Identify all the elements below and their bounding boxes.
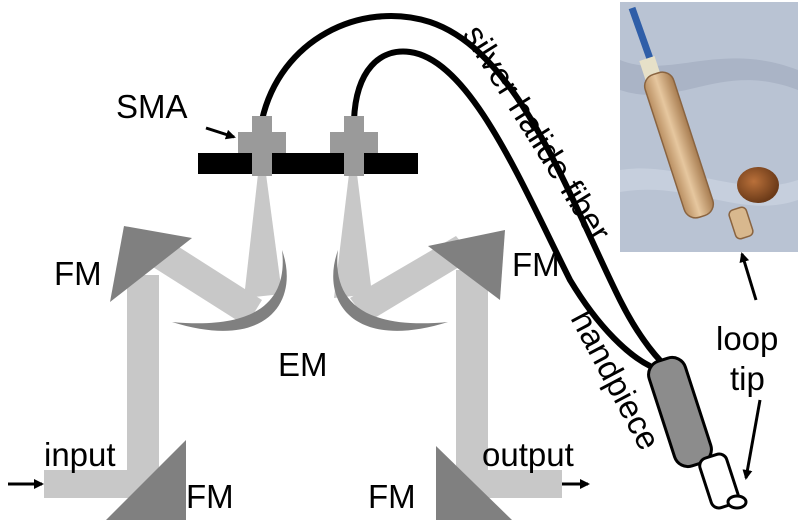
handpiece-body [647,355,713,469]
handpiece-nose [698,452,740,510]
fm-top-right-label: FM [512,246,560,283]
photo-coin [737,167,779,203]
photo-rod [643,71,715,219]
left-beam-to-sma [244,174,282,298]
handpiece-photo [620,2,798,252]
sma-connectors [198,116,418,176]
pointer-arrows [8,126,762,489]
em-left [172,250,287,331]
right-beam-to-sma [334,174,372,298]
elliptical-mirrors [172,250,448,331]
fm-top-left-label: FM [54,255,102,292]
right-diagonal-beam [350,236,474,322]
fm-bottom-left [106,440,186,520]
arrow-left-icon [742,399,762,480]
output-label: output [482,436,574,473]
loop-tip-arrow-up [739,252,758,301]
fm-bottom-left-label: FM [186,478,234,515]
right-vertical-beam [456,270,488,480]
sma-right-flange [330,132,378,153]
fiber-inner [351,48,653,369]
flat-mirrors [106,226,512,520]
tip-label: tip [730,360,765,397]
loop-tip-end [726,494,748,510]
em-right [333,250,448,331]
left-diagonal-beam [145,240,262,326]
sma-label: SMA [116,88,188,125]
fm-top-right [428,230,505,300]
photo-rod-tip [728,206,754,240]
em-label: EM [278,346,328,383]
fm-bottom-right-label: FM [368,478,416,515]
fm-top-left [110,226,192,302]
input-label: input [44,436,116,473]
fiber-outer [259,13,675,375]
sma-pointer-arrow [205,126,236,140]
loop-label: loop [716,320,778,357]
fm-bottom-right [436,446,512,520]
connector-plate [198,153,418,174]
silver-halide-fiber [259,13,675,375]
sma-left-flange [238,132,286,153]
left-vertical-beam [127,275,159,480]
handpiece [647,355,748,510]
